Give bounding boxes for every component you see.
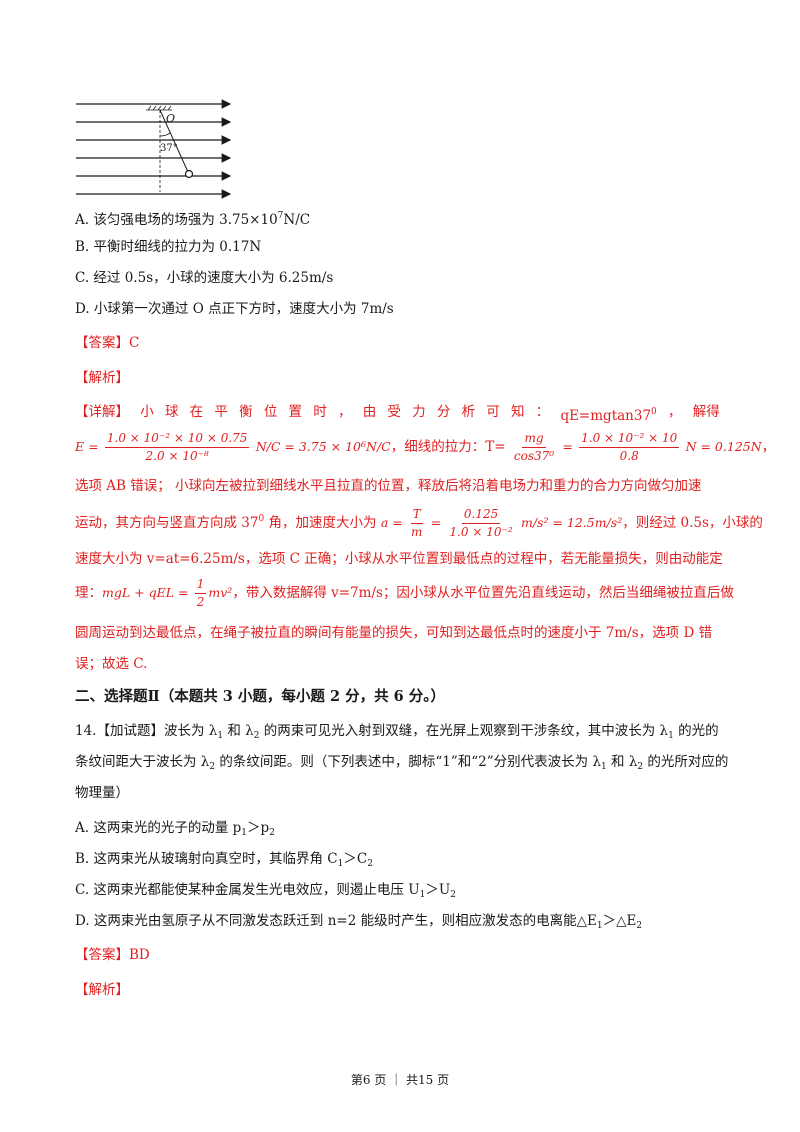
q13-analysis-label: 【解析】 (75, 370, 129, 386)
q14-option-b: B. 这两束光从玻璃射向真空时，其临界角 C1＞C2 (75, 851, 373, 869)
q13-answer: 【答案】C (75, 335, 140, 351)
q13-detail-line-1: 【详解】 小球在 平衡位 置时， 由受力 分析可 知： qE=mgtan370 … (75, 404, 720, 424)
q14-answer: 【答案】BD (75, 947, 150, 963)
q14-stem-line-2: 条纹间距大于波长为 λ2 的条纹间距。则（下列表述中，脚标“1”和“2”分别代表… (75, 754, 729, 772)
section-2-heading: 二、选择题Ⅱ（本题共 3 小题，每小题 2 分，共 6 分。） (75, 688, 446, 705)
ceiling-hatch (146, 105, 172, 111)
q13-detail-line-7: 圆周运动到达最低点，在绳子被拉直的瞬间有能量的损失，可知到达最低点时的速度小于 … (75, 625, 713, 641)
q14-analysis-label: 【解析】 (75, 982, 129, 998)
angle-arc (159, 132, 171, 137)
q13-detail-line-3: 选项 AB 错误； 小球向左被拉到细线水平且拉直的位置，释放后将沿着电场力和重力… (75, 478, 702, 494)
field-figure: O 37° (76, 99, 232, 199)
q13-option-a: A. 该匀强电场的场强为 3.75×107N/C (75, 211, 311, 228)
field-lines (76, 99, 232, 199)
charged-ball (184, 169, 194, 179)
page-footer: 第6 页 ｜ 共15 页 (350, 1073, 450, 1087)
angle-label: 37° (160, 143, 178, 154)
q14-option-a: A. 这两束光的光子的动量 p1＞p2 (75, 820, 275, 838)
q13-option-c: C. 经过 0.5s，小球的速度大小为 6.25m/s (75, 270, 334, 286)
q14-option-d: D. 这两束光由氢原子从不同激发态跃迁到 n=2 能级时产生，则相应激发态的电离… (75, 913, 643, 931)
q14-stem-line-1: 14.【加试题】波长为 λ1 和 λ2 的两束可见光入射到双缝，在光屏上观察到干… (75, 723, 719, 741)
q13-option-b: B. 平衡时细线的拉力为 0.17N (75, 239, 262, 255)
string-line (159, 109, 189, 173)
q13-detail-line-5: 速度大小为 v=at=6.25m/s，选项 C 正确；小球从水平位置到最低点的过… (75, 551, 723, 567)
q13-detail-line-8: 误；故选 C. (75, 656, 148, 672)
q14-stem-line-3: 物理量） (75, 785, 129, 801)
q14-option-c: C. 这两束光都能使某种金属发生光电效应，则遏止电压 U1＞U2 (75, 882, 456, 900)
q13-option-d: D. 小球第一次通过 O 点正下方时，速度大小为 7m/s (75, 301, 394, 317)
pivot-label: O (166, 112, 175, 125)
